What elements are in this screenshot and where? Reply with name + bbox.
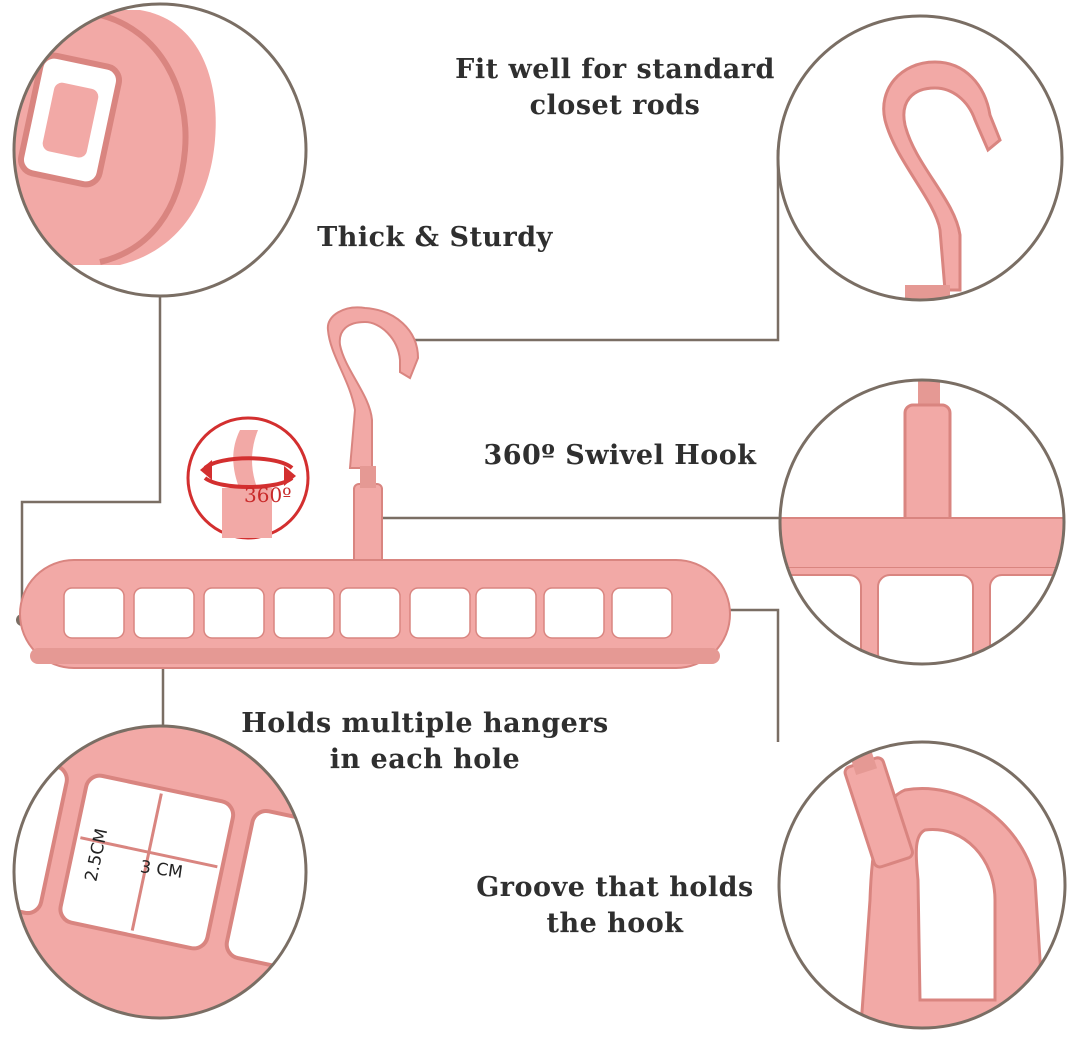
- label-fit-closet-rods: Fit well for standard closet rods: [440, 52, 790, 124]
- label-fit-line1: Fit well for standard: [455, 54, 775, 85]
- label-swivel-hook: 360º Swivel Hook: [483, 440, 757, 471]
- detail-circle-thick: [12, 2, 308, 298]
- rotation-badge-text: 360º: [244, 483, 292, 507]
- label-thick-sturdy: Thick & Sturdy: [317, 222, 553, 253]
- rotation-badge: [186, 416, 310, 540]
- leader-lines: [20, 150, 780, 742]
- label-holds-line2: in each hole: [329, 744, 521, 775]
- hanger-main: [19, 306, 731, 669]
- detail-circle-hook: [776, 14, 1064, 302]
- label-groove-line1: Groove that holds: [476, 872, 754, 903]
- label-holds-line1: Holds multiple hangers: [241, 708, 609, 739]
- label-fit-line2: closet rods: [529, 90, 701, 121]
- detail-circle-groove: [777, 740, 1067, 1030]
- label-groove: Groove that holds the hook: [465, 870, 765, 942]
- label-holds-multiple: Holds multiple hangers in each hole: [235, 706, 615, 778]
- label-groove-line2: the hook: [546, 908, 684, 939]
- detail-circle-swivel: [778, 378, 1066, 666]
